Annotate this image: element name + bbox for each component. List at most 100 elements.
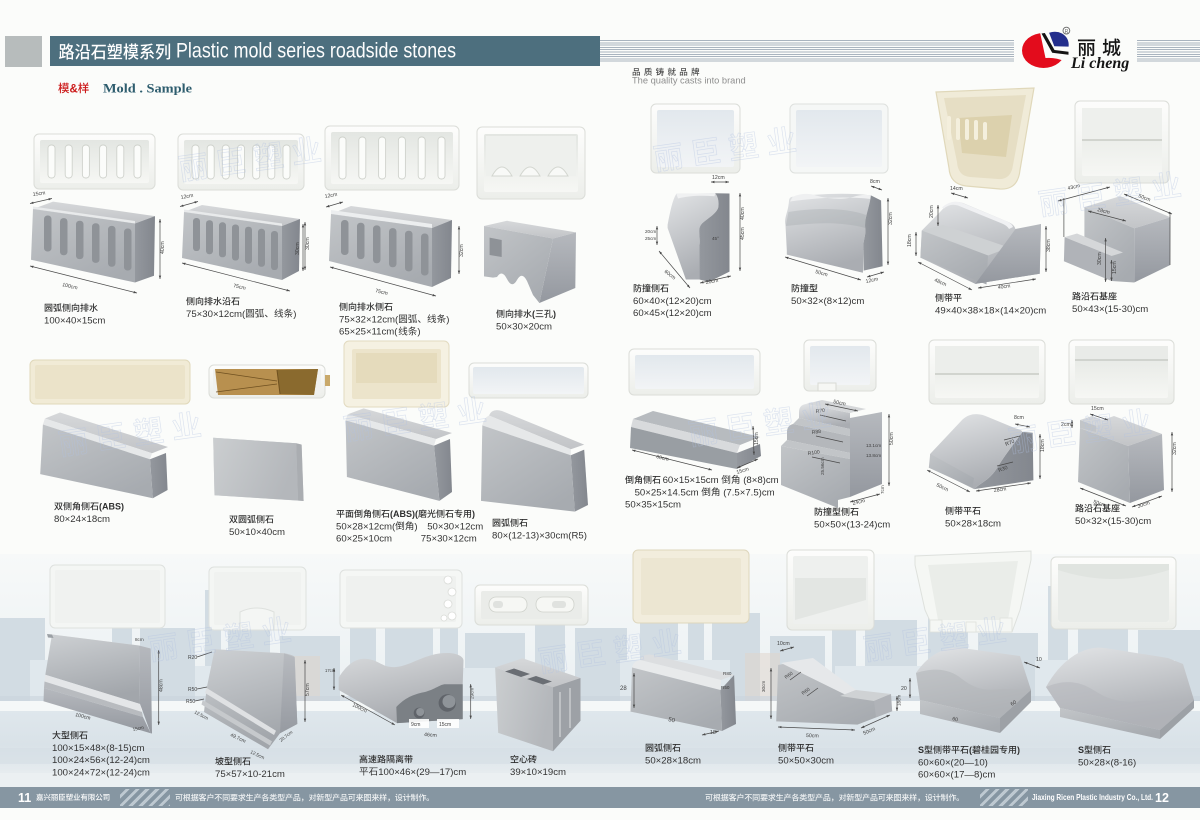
svg-text:9cm: 9cm <box>411 722 420 728</box>
svg-text:43cm: 43cm <box>1067 183 1081 192</box>
svg-text:60×60×(20—10): 60×60×(20—10) <box>918 757 988 768</box>
svg-text:8cm: 8cm <box>1014 415 1024 421</box>
svg-text:48cm: 48cm <box>933 277 947 288</box>
svg-text:Li cheng: Li cheng <box>1070 55 1129 72</box>
svg-text:R50: R50 <box>188 687 197 693</box>
svg-text:15cm: 15cm <box>439 722 451 728</box>
svg-text:40cm: 40cm <box>740 207 746 220</box>
svg-text:(: ( <box>532 309 535 319</box>
svg-text:18cm: 18cm <box>907 234 913 247</box>
svg-text:32cm: 32cm <box>1172 442 1178 455</box>
svg-text:(8×8)cm: (8×8)cm <box>743 475 778 486</box>
svg-text:14cm: 14cm <box>950 186 963 192</box>
svg-text:R60: R60 <box>801 686 812 696</box>
svg-text:2cm: 2cm <box>1061 422 1071 428</box>
svg-text:30cm: 30cm <box>295 242 301 255</box>
svg-text:100×24×56×(12-24)cm: 100×24×56×(12-24)cm <box>52 755 150 766</box>
svg-text:15cm: 15cm <box>1091 406 1104 412</box>
svg-text:13.8cm: 13.8cm <box>866 453 881 458</box>
svg-text:50cm: 50cm <box>889 432 895 445</box>
svg-text:50cm: 50cm <box>1137 193 1151 203</box>
svg-text:Mold . Sample: Mold . Sample <box>103 81 193 95</box>
svg-text:60cm: 60cm <box>656 454 670 463</box>
svg-text:50×43×(15-30)cm: 50×43×(15-30)cm <box>1072 304 1148 315</box>
svg-text:15cm: 15cm <box>1112 261 1118 274</box>
svg-text:24cm: 24cm <box>852 498 866 507</box>
svg-text:57cm: 57cm <box>305 683 311 696</box>
svg-text:8cm: 8cm <box>870 179 880 185</box>
svg-text:75cm: 75cm <box>233 283 247 292</box>
svg-text:60: 60 <box>1010 699 1018 707</box>
svg-text:12.5cm: 12.5cm <box>194 709 210 721</box>
svg-text:50×30×20cm: 50×30×20cm <box>496 321 552 332</box>
svg-text:50×28×18cm: 50×28×18cm <box>945 518 1001 529</box>
svg-text:12: 12 <box>1155 791 1169 805</box>
svg-text:20cm: 20cm <box>645 229 656 234</box>
svg-text:25.56cm: 25.56cm <box>820 457 825 475</box>
svg-text:100×24×72×(12-24)cm: 100×24×72×(12-24)cm <box>52 767 150 778</box>
svg-text:48cm: 48cm <box>159 679 165 692</box>
svg-text:100×40×15cm: 100×40×15cm <box>44 315 105 326</box>
svg-text:75×32×12cm(: 75×32×12cm( <box>339 314 399 325</box>
svg-text:20cm: 20cm <box>705 278 719 286</box>
svg-text:(ABS)(: (ABS)( <box>390 509 418 519</box>
svg-text:18cm: 18cm <box>897 695 902 706</box>
svg-text:10: 10 <box>1036 657 1042 663</box>
svg-text:50cm: 50cm <box>1092 499 1106 509</box>
svg-text:50×25×14.5cm: 50×25×14.5cm <box>635 487 699 498</box>
svg-text:32cm: 32cm <box>888 212 894 225</box>
svg-text:R50: R50 <box>721 685 730 690</box>
svg-text:28cm: 28cm <box>993 486 1006 494</box>
svg-text:10cm: 10cm <box>777 641 790 647</box>
svg-text:S: S <box>918 745 924 755</box>
svg-text:39×10×19cm: 39×10×19cm <box>510 767 566 778</box>
svg-text:S: S <box>1078 745 1084 755</box>
svg-text:12cm: 12cm <box>324 192 338 200</box>
svg-text:75cm: 75cm <box>375 288 389 297</box>
svg-text:17cm: 17cm <box>325 668 336 673</box>
svg-text:28: 28 <box>620 686 627 692</box>
svg-text:15cm: 15cm <box>754 432 760 445</box>
svg-text:30cm: 30cm <box>1097 252 1103 265</box>
svg-text:15cm: 15cm <box>132 725 144 732</box>
svg-text:100cm: 100cm <box>62 282 79 291</box>
svg-text:80×24×18cm: 80×24×18cm <box>54 514 110 525</box>
svg-text:40cm: 40cm <box>997 283 1010 291</box>
svg-text:50×32×(15-30)cm: 50×32×(15-30)cm <box>1075 516 1151 527</box>
svg-text:75×57×10-21cm: 75×57×10-21cm <box>215 769 285 780</box>
svg-text:R70: R70 <box>1005 439 1016 448</box>
svg-text:50cm: 50cm <box>814 269 828 278</box>
svg-text:R50: R50 <box>186 699 195 705</box>
svg-text:28cm: 28cm <box>1097 207 1111 216</box>
svg-text:15cm: 15cm <box>32 190 45 198</box>
svg-text:The quality casts into brand: The quality casts into brand <box>632 76 746 86</box>
svg-text:60×15×15cm: 60×15×15cm <box>663 475 719 486</box>
svg-text:60×25×10cm: 60×25×10cm <box>336 534 392 545</box>
svg-text:65×25×11cm(: 65×25×11cm( <box>339 327 398 338</box>
svg-text:50×28×12cm(: 50×28×12cm( <box>336 521 396 532</box>
svg-text:(: ( <box>969 745 972 755</box>
svg-text:): ) <box>553 309 556 319</box>
svg-text:7cm: 7cm <box>880 485 885 494</box>
svg-text:): ) <box>472 509 475 519</box>
svg-text:50×28×(8-16): 50×28×(8-16) <box>1078 757 1136 768</box>
svg-text:25cm: 25cm <box>645 236 656 241</box>
svg-text:38cm: 38cm <box>1046 239 1052 252</box>
svg-text:(7.5×7.5)cm: (7.5×7.5)cm <box>723 487 774 498</box>
svg-text:50cm: 50cm <box>862 726 876 737</box>
svg-text:50cm: 50cm <box>806 733 819 739</box>
svg-text:60: 60 <box>952 716 959 723</box>
svg-text:29cm: 29cm <box>470 688 475 699</box>
svg-text:8cm: 8cm <box>135 637 144 642</box>
svg-text:30cm: 30cm <box>1137 500 1151 510</box>
svg-text:20cm: 20cm <box>929 205 935 218</box>
svg-text:18cm: 18cm <box>1040 439 1046 452</box>
svg-text:R80: R80 <box>723 671 732 676</box>
svg-text:50×32×(8×12)cm: 50×32×(8×12)cm <box>791 296 864 307</box>
svg-text:50×30×12cm: 50×30×12cm <box>427 521 483 532</box>
svg-text:40cm: 40cm <box>160 241 166 254</box>
svg-text:13.1cm: 13.1cm <box>866 443 881 448</box>
svg-text:50×35×15cm: 50×35×15cm <box>625 500 681 511</box>
svg-text:30cm: 30cm <box>761 681 766 692</box>
svg-text:45cm: 45cm <box>740 227 746 240</box>
